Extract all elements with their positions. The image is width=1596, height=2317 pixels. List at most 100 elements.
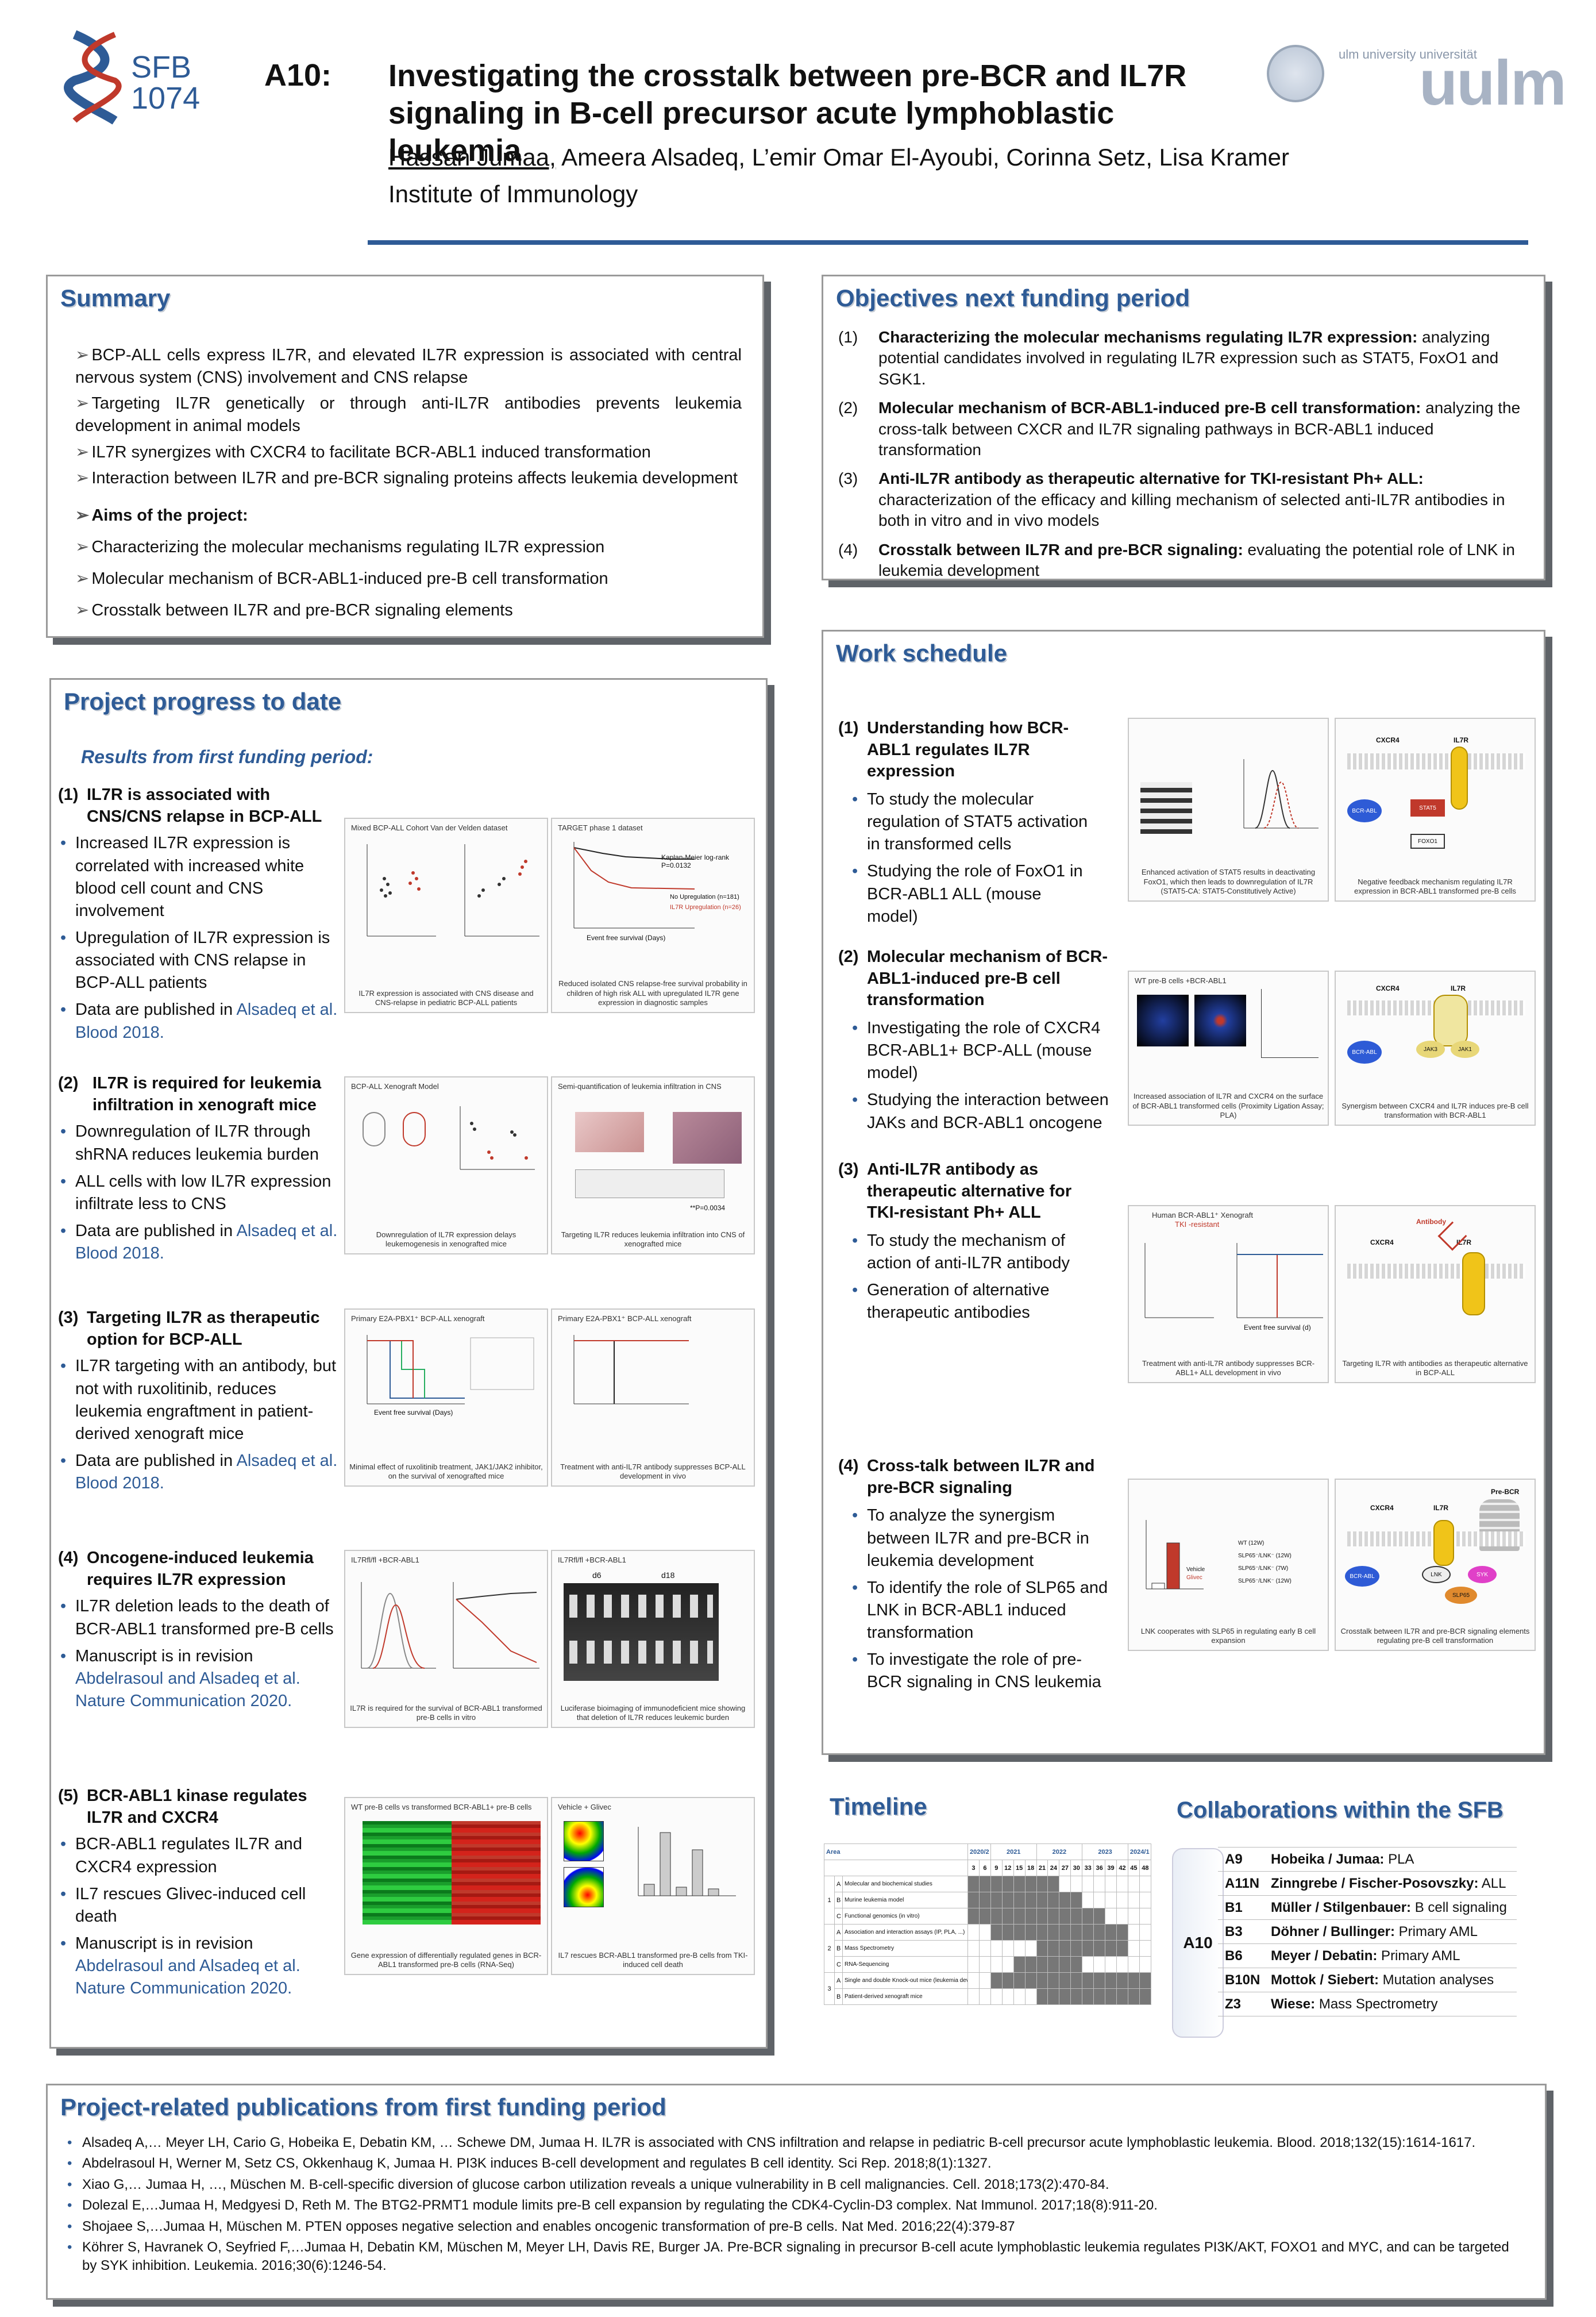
section-bullet: Generation of alternative therapeutic an… xyxy=(850,1279,1108,1324)
timeline-cell xyxy=(1059,1940,1071,1957)
histology-image xyxy=(673,1112,742,1164)
section-bullet: IL7R targeting with an antibody, but not… xyxy=(58,1355,340,1445)
timeline-cell xyxy=(1127,1892,1140,1908)
timeline-cell xyxy=(1105,1972,1117,1989)
work-section-1: (1)Understanding how BCR-ABL1 regulates … xyxy=(838,718,1097,933)
timeline-cell xyxy=(1070,1972,1083,1989)
timeline-cell xyxy=(1047,1892,1060,1908)
summary-item: IL7R synergizes with CXCR4 to facilitate… xyxy=(75,441,742,464)
timeline-activity: Patient-derived xenograft mice xyxy=(842,1988,969,2005)
section-bullet: IL7 rescues Glivec-induced cell death xyxy=(58,1883,340,1928)
timeline-cell xyxy=(1013,1924,1026,1941)
timeline-cell xyxy=(1001,1940,1014,1957)
publication-link[interactable]: Abdelrasoul and Alsadeq et al. Nature Co… xyxy=(75,1669,300,1710)
timeline-cell xyxy=(990,1892,1003,1908)
timeline-cell xyxy=(967,1892,980,1908)
figure-pla: WT pre-B cells +BCR-ABL1 Increased assoc… xyxy=(1128,971,1329,1126)
timeline-month: 9 xyxy=(990,1860,1003,1876)
timeline-cell xyxy=(1093,1972,1106,1989)
figure-cns-infiltration: Semi-quantification of leukemia infiltra… xyxy=(551,1076,755,1254)
aims-label: Aims of the project: xyxy=(75,505,742,527)
timeline-cell xyxy=(990,1924,1003,1941)
timeline-month: 30 xyxy=(1070,1860,1083,1876)
timeline-activity: Functional genomics (in vitro) xyxy=(842,1908,969,1925)
timeline-month: 39 xyxy=(1105,1860,1117,1876)
facs-histogram xyxy=(361,1582,539,1669)
timeline-cell xyxy=(1093,1924,1106,1941)
timeline-cell xyxy=(1139,1956,1152,1973)
timeline-cell xyxy=(1024,1940,1037,1957)
timeline-cell xyxy=(967,1988,980,2005)
publication-link[interactable]: Alsadeq et al. Blood 2018. xyxy=(75,1000,338,1042)
section-bullet: Investigating the role of CXCR4 BCR-ABL1… xyxy=(850,1017,1114,1084)
figure-il7r-deletion: IL7Rfl/fl +BCR-ABL1 IL7R is required for… xyxy=(344,1550,548,1728)
survival-curve xyxy=(1144,1243,1323,1318)
timeline-cell xyxy=(1082,1956,1094,1973)
timeline-cell xyxy=(1116,1940,1128,1957)
timeline-cell xyxy=(990,1988,1003,2005)
antibody-label: Antibody xyxy=(1416,1218,1446,1226)
histology-image xyxy=(575,1112,644,1152)
survival-curve xyxy=(573,1335,689,1404)
section-publication: Data are published in Alsadeq et al. Blo… xyxy=(58,1450,340,1495)
section-publication: Data are published in Alsadeq et al. Blo… xyxy=(58,999,340,1044)
il7r-receptor xyxy=(1451,746,1468,810)
objective-item: (1)Characterizing the molecular mechanis… xyxy=(838,328,1499,388)
objective-num: (4) xyxy=(838,540,858,559)
il7r-receptor xyxy=(1433,995,1468,1046)
coauthors: Ameera Alsadeq, L’emir Omar El-Ayoubi, C… xyxy=(556,144,1289,171)
il7r-receptor xyxy=(1462,1252,1485,1315)
timeline-month: 12 xyxy=(1001,1860,1014,1876)
figure-anti-il7r-xenograft: Human BCR-ABL1⁺ Xenograft TKI -resistant… xyxy=(1128,1205,1329,1383)
timeline-cell xyxy=(1116,1876,1128,1892)
section-title: (3)Targeting IL7R as therapeutic option … xyxy=(58,1308,320,1349)
objective-item: (3)Anti-IL7R antibody as therapeutic alt… xyxy=(838,469,1505,530)
timeline-area: A xyxy=(834,1972,843,1989)
section-bullet: To analyze the synergism between IL7R an… xyxy=(850,1504,1108,1572)
timeline-cell xyxy=(978,1940,991,1957)
timeline-year: 2021 xyxy=(990,1843,1037,1860)
bar-chart xyxy=(638,1827,736,1896)
timeline-cell xyxy=(1070,1892,1083,1908)
section-title: (2)Molecular mechanism of BCR-ABL1-induc… xyxy=(838,948,1108,1010)
pla-image xyxy=(1137,995,1189,1046)
luciferase-image xyxy=(564,1583,719,1681)
pla-image xyxy=(1194,995,1246,1046)
publication-item: Abdelrasoul H, Werner M, Setz CS, Okkenh… xyxy=(65,2154,1518,2173)
il7r-label: IL7R xyxy=(1454,736,1469,744)
progress-heading: Project progress to date xyxy=(64,688,342,715)
timeline-cell xyxy=(1036,1972,1048,1989)
section-bullet: ALL cells with low IL7R expression infil… xyxy=(58,1171,340,1215)
section-bullet: Studying the role of FoxO1 in BCR-ABL1 A… xyxy=(850,860,1097,927)
section-title: (2)IL7R is required for leukemia infiltr… xyxy=(58,1074,322,1114)
publication-link[interactable]: Alsadeq et al. Blood 2018. xyxy=(75,1451,338,1493)
survival-xlabel: Event free survival (Days) xyxy=(587,934,666,942)
timeline-year: 2022 xyxy=(1036,1843,1083,1860)
timeline-cell xyxy=(967,1924,980,1941)
publication-link[interactable]: Alsadeq et al. Blood 2018. xyxy=(75,1221,338,1263)
timeline-cell xyxy=(967,1876,980,1892)
section-title: (5)BCR-ABL1 kinase regulates IL7R and CX… xyxy=(58,1787,307,1827)
slp65-node: SLP65 xyxy=(1445,1587,1477,1604)
timeline-cell xyxy=(1105,1892,1117,1908)
timeline-cell xyxy=(1070,1876,1083,1892)
section-title: (4)Oncogene-induced leukemia requires IL… xyxy=(58,1549,314,1589)
work-section-4: (4)Cross-talk between IL7R and pre-BCR s… xyxy=(838,1456,1108,1699)
section-title: (3)Anti-IL7R antibody as therapeutic alt… xyxy=(838,1160,1072,1222)
work-heading: Work schedule xyxy=(836,640,1007,667)
timeline-cell xyxy=(990,1908,1003,1925)
timeline-cell xyxy=(1127,1940,1140,1957)
timeline-cell xyxy=(1105,1988,1117,2005)
lnk-node: LNK xyxy=(1422,1566,1451,1583)
timeline-cell xyxy=(990,1876,1003,1892)
timeline-cell xyxy=(978,1972,991,1989)
publication-link[interactable]: Abdelrasoul and Alsadeq et al. Nature Co… xyxy=(75,1957,300,1998)
mouse-icon xyxy=(363,1112,385,1146)
timeline-cell xyxy=(978,1908,991,1925)
timeline-cell xyxy=(1070,1924,1083,1941)
